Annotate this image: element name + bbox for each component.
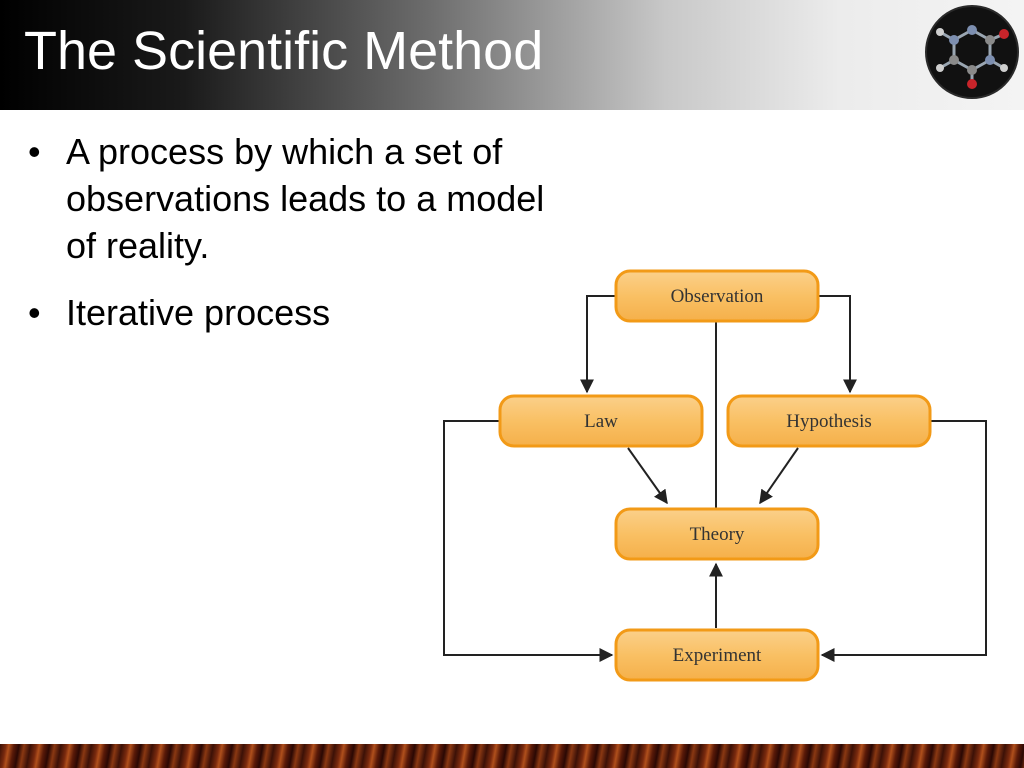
node-experiment-label: Experiment	[673, 645, 762, 666]
bullet-text: Iterative process	[66, 292, 331, 333]
arrow-observation-to-hypothesis	[818, 295, 857, 394]
bullet-dot-icon: •	[28, 292, 41, 333]
node-observation-box	[614, 269, 820, 323]
title-bar: The Scientific Method	[0, 0, 1024, 110]
node-hypothesis-box	[726, 394, 932, 448]
slide-title: The Scientific Method	[24, 21, 544, 81]
bullet-dot-icon: •	[28, 131, 41, 172]
node-hypothesis-label: Hypothesis	[786, 411, 872, 432]
footer-wood-strip	[0, 744, 1024, 768]
arrow-hypothesis-to-experiment	[820, 420, 987, 662]
node-law-box	[498, 394, 704, 448]
node-theory-box	[614, 507, 820, 561]
arrow-hypothesis-to-theory	[759, 447, 799, 505]
node-experiment-box	[614, 628, 820, 682]
arrow-law-to-experiment	[443, 420, 614, 662]
node-theory-label: Theory	[690, 524, 745, 545]
node-observation-label: Observation	[671, 286, 764, 307]
arrow-observation-to-law	[580, 295, 617, 394]
bullet-item: • Iterative process	[28, 289, 548, 336]
molecule-logo-icon	[925, 5, 1019, 99]
bullet-item: • A process by which a set of observation…	[28, 128, 548, 269]
node-law-label: Law	[584, 411, 618, 432]
arrow-law-to-theory	[627, 447, 668, 505]
bullet-text: A process by which a set of observations…	[66, 131, 545, 266]
bullet-list: • A process by which a set of observation…	[28, 128, 548, 356]
